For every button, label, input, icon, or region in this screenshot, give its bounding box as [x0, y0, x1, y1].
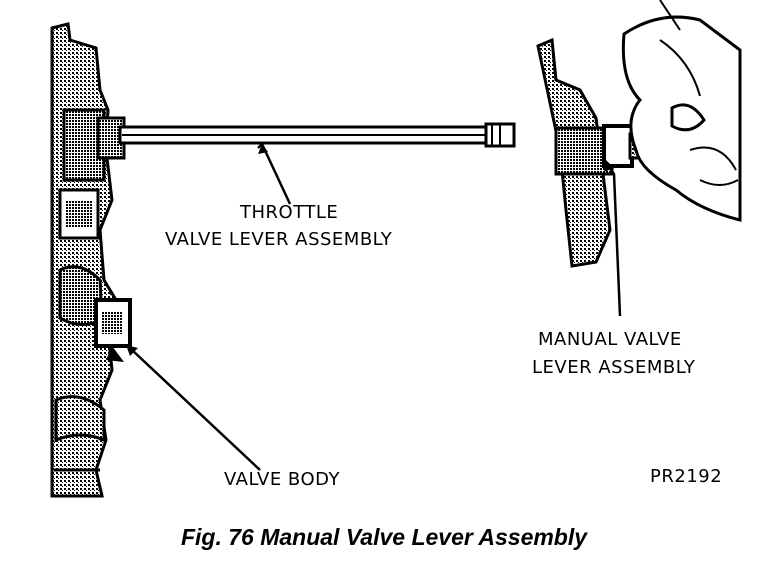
manual-label-line1: MANUAL VALVE	[538, 329, 682, 350]
valve-body-bracket	[94, 298, 132, 362]
throttle-shaft	[96, 116, 516, 160]
throttle-arrowhead	[258, 144, 268, 154]
valve-body-label: VALVE BODY	[224, 469, 341, 490]
valve-body-casting	[50, 22, 118, 498]
leader-lines	[131, 141, 622, 471]
throttle-label-line1: THROTTLE	[240, 202, 339, 223]
hand-illustration	[621, 0, 742, 222]
manual-label-line2: LEVER ASSEMBLY	[532, 357, 696, 378]
manual-arrowhead	[604, 160, 614, 172]
figure-code: PR2192	[650, 466, 723, 487]
figure-caption: Fig. 76 Manual Valve Lever Assembly	[180, 524, 588, 550]
throttle-label-line2: VALVE LEVER ASSEMBLY	[165, 229, 393, 250]
valve-body-arrowhead	[126, 345, 138, 356]
